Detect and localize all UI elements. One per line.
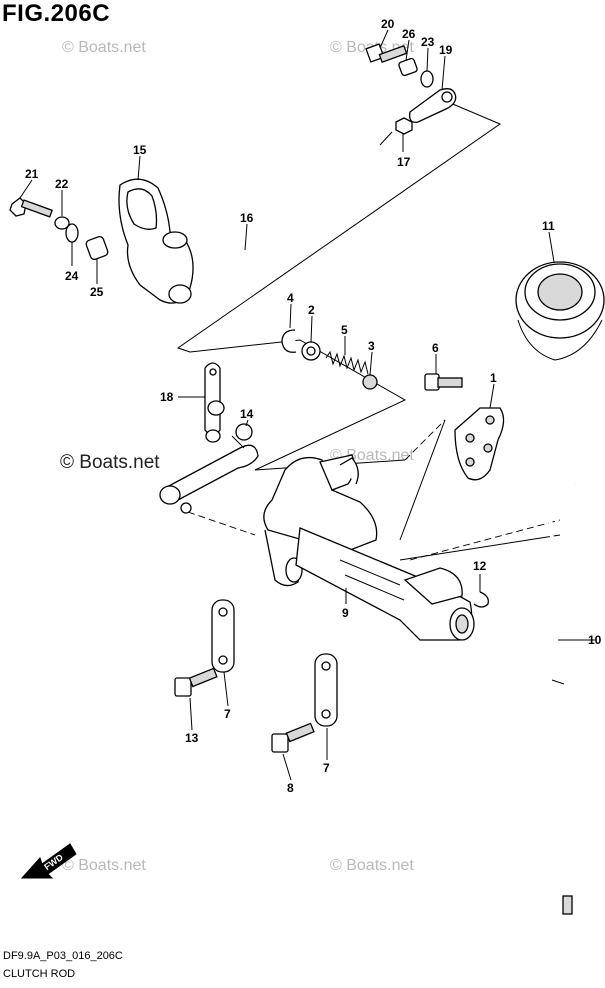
callout-6: 6 <box>432 341 439 355</box>
ref-dash-1 <box>177 347 191 353</box>
callout-20: 20 <box>381 17 395 31</box>
part-14-arm <box>159 423 259 514</box>
callouts: 20 26 23 19 17 15 16 21 22 24 25 11 4 2 … <box>25 17 602 795</box>
fwd-arrow-icon <box>20 843 77 879</box>
part-21-bolt <box>9 197 53 218</box>
part-16-rod-outer <box>193 131 393 259</box>
part-26-collar <box>398 57 418 77</box>
callout-12: 12 <box>473 559 487 573</box>
leader-lines <box>19 29 595 781</box>
part-23-washer <box>420 70 434 88</box>
watermark-main: © Boats.net <box>60 452 160 473</box>
part-20-bolt <box>365 43 408 64</box>
part-13-bolt <box>174 667 218 697</box>
part-7-plate-lower <box>314 653 338 727</box>
ref-line-3 <box>399 419 446 541</box>
callout-21: 21 <box>25 167 39 181</box>
part-15-lever <box>118 178 194 304</box>
ref-dash-3 <box>187 511 256 536</box>
watermark-4: © Boats.net <box>62 857 146 874</box>
part-24-ring <box>65 223 79 243</box>
callout-14: 14 <box>240 407 254 421</box>
callout-19: 19 <box>439 43 453 57</box>
part-9-shaft <box>263 454 475 641</box>
callout-15: 15 <box>133 143 147 157</box>
part-10-long-rod <box>546 470 578 915</box>
figure-name: CLUTCH ROD <box>3 968 76 980</box>
part-17-nut <box>395 117 413 135</box>
part-1-plate <box>454 407 505 481</box>
part-12-clip <box>473 591 489 608</box>
part-7-plate-upper <box>211 599 235 673</box>
callout-17: 17 <box>397 155 411 169</box>
part-22-washer <box>54 216 70 230</box>
callout-7-upper: 7 <box>224 707 231 721</box>
callout-9: 9 <box>342 606 349 620</box>
callout-10: 10 <box>588 633 602 647</box>
part-6-bolt <box>424 373 463 391</box>
part-2-washer-hole <box>306 346 316 356</box>
callout-11: 11 <box>542 219 555 233</box>
figure-code: DF9.9A_P03_016_206C <box>3 950 123 962</box>
ref-line-4 <box>399 534 561 561</box>
callout-25: 25 <box>90 285 104 299</box>
watermark-5: © Boats.net <box>330 857 414 874</box>
part-16-rod-thread <box>379 131 393 146</box>
part-3-ball <box>362 374 378 390</box>
callout-23: 23 <box>421 35 435 49</box>
callout-1: 1 <box>490 371 497 385</box>
part-19-rod-end <box>409 88 457 123</box>
callout-5: 5 <box>341 323 348 337</box>
callout-13: 13 <box>185 731 199 745</box>
part-16-rod-inner <box>192 130 394 260</box>
ref-dash-4 <box>409 519 561 561</box>
ref-line-upper <box>176 101 502 353</box>
callout-26: 26 <box>402 27 416 41</box>
part-25-collar <box>85 236 109 260</box>
figure-title: FIG.206C <box>2 0 111 27</box>
part-8-bolt <box>271 722 315 753</box>
callout-18: 18 <box>160 390 174 404</box>
callout-3: 3 <box>368 339 375 353</box>
watermarks: © Boats.net © Boats.net © Boats.net © Bo… <box>60 39 414 874</box>
callout-7-lower: 7 <box>323 761 330 775</box>
callout-4: 4 <box>287 291 294 305</box>
watermark-1: © Boats.net <box>62 39 146 56</box>
ref-dash-2 <box>404 419 446 461</box>
assembly-lines <box>176 101 561 561</box>
part-5-spring <box>325 350 369 375</box>
callout-8: 8 <box>287 781 294 795</box>
part-4-snap-ring <box>281 329 297 353</box>
callout-22: 22 <box>55 177 69 191</box>
callout-16: 16 <box>240 211 254 225</box>
callout-24: 24 <box>65 269 79 283</box>
part-11-grommet <box>515 261 605 361</box>
callout-2: 2 <box>308 303 315 317</box>
part-18-link <box>204 362 225 443</box>
